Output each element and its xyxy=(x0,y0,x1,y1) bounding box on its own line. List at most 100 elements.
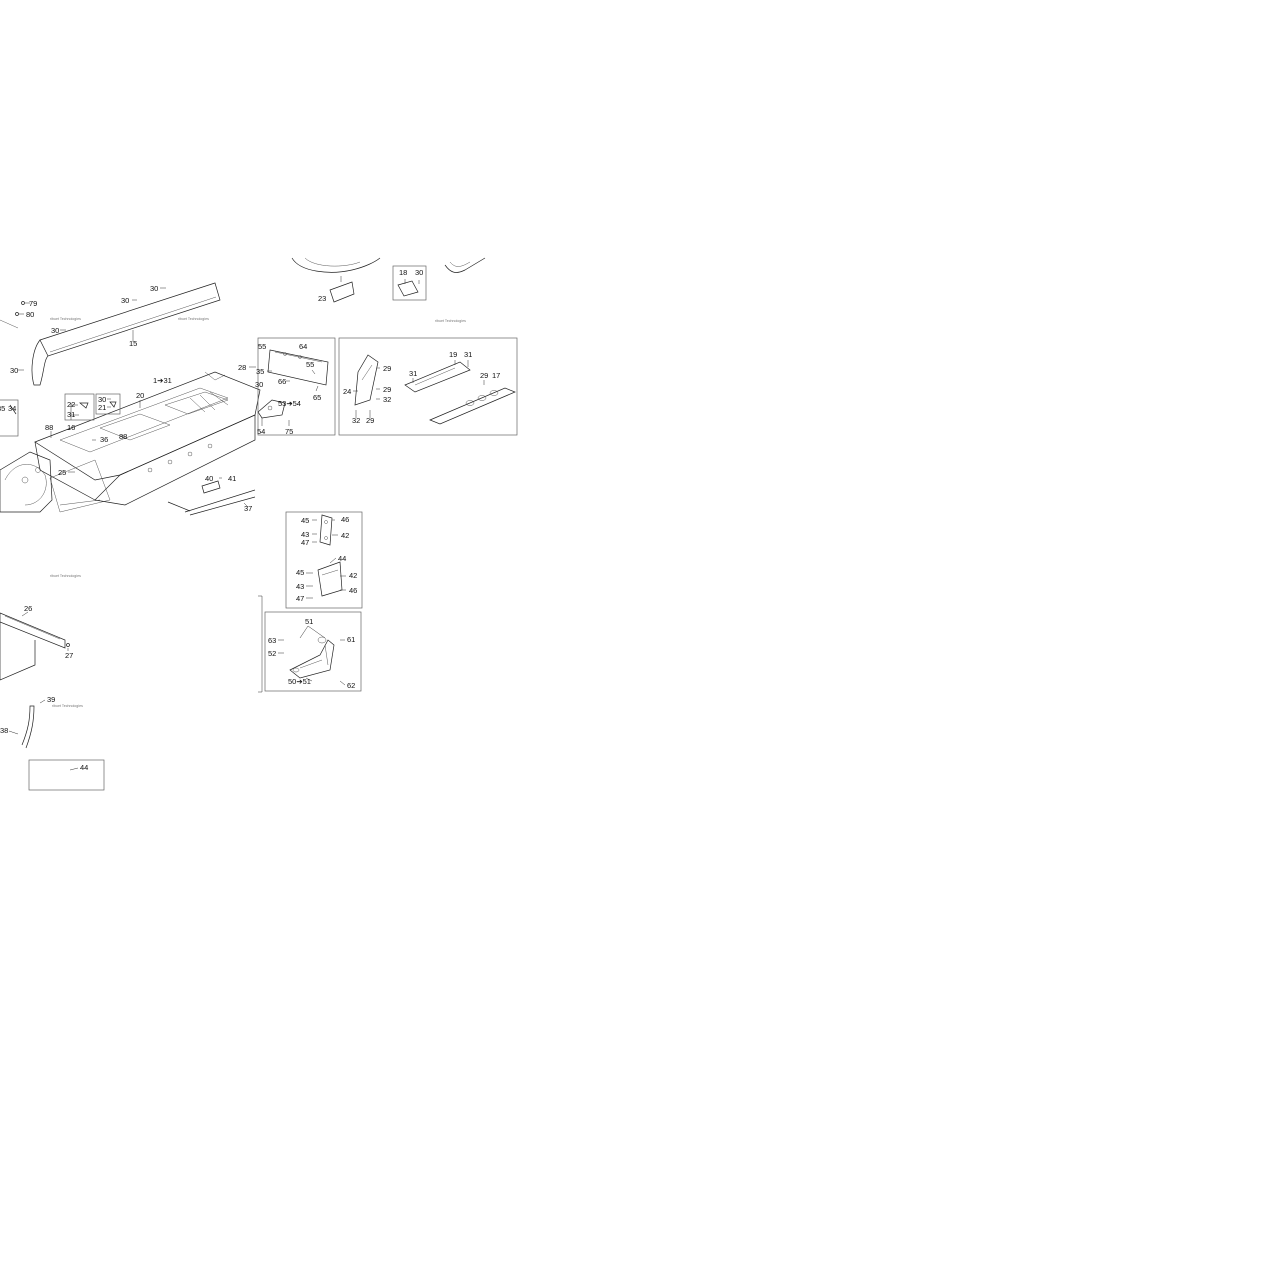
callout-30: 30 xyxy=(150,284,158,293)
callout-26: 26 xyxy=(24,604,32,613)
rail-26 xyxy=(0,612,66,681)
callout-39: 39 xyxy=(47,695,55,704)
rail-37 xyxy=(184,489,256,516)
callout-16: 16 xyxy=(67,423,75,432)
callout-30: 30 xyxy=(98,395,106,404)
detail-box-19 xyxy=(338,337,518,436)
tunnel-cover-part xyxy=(31,282,221,386)
callout-24: 24 xyxy=(343,387,351,396)
callout-30: 30 xyxy=(255,380,263,389)
callout-52: 52 xyxy=(268,649,276,658)
clip-22 xyxy=(79,402,89,409)
callout-30: 30 xyxy=(415,268,423,277)
callout-75: 75 xyxy=(285,427,293,436)
callout-51: 51 xyxy=(305,617,313,626)
callout-32: 32 xyxy=(352,416,360,425)
handle-38 xyxy=(21,705,35,749)
callout-65: 65 xyxy=(313,393,321,402)
callout-35: 35 xyxy=(256,367,264,376)
group-bracket xyxy=(258,595,263,693)
callout-32: 32 xyxy=(383,395,391,404)
callout-47: 47 xyxy=(301,538,309,547)
fastener-80 xyxy=(15,312,24,316)
main-frame-part xyxy=(0,371,261,513)
strip-part xyxy=(167,501,191,512)
callout-50-51: 50➔51 xyxy=(288,677,311,686)
callout-46: 46 xyxy=(349,586,357,595)
callout-18: 18 xyxy=(399,268,407,277)
clip-21 xyxy=(109,401,117,408)
callout-31: 31 xyxy=(409,369,417,378)
detail-box-51 xyxy=(264,611,362,692)
watermark-text: ribuet Technologies xyxy=(435,319,466,323)
callout-55: 55 xyxy=(258,342,266,351)
callout-61: 61 xyxy=(347,635,355,644)
strut-24 xyxy=(354,354,379,406)
detail-box-18 xyxy=(392,265,427,301)
reinforcement-19 xyxy=(404,361,471,393)
watermark-text: ribuet Technologies xyxy=(52,704,83,708)
callout-38: 38 xyxy=(0,726,8,735)
leader-lines xyxy=(8,276,485,771)
callout-43: 43 xyxy=(296,582,304,591)
callout-19: 19 xyxy=(449,350,457,359)
callout-44: 44 xyxy=(80,763,88,772)
callout-30: 30 xyxy=(10,366,18,375)
callout-88: 88 xyxy=(119,432,127,441)
detail-box-42 xyxy=(285,511,363,609)
callout-47: 47 xyxy=(296,594,304,603)
rear-bumper-top xyxy=(291,257,381,303)
callout-53-54: 53➔54 xyxy=(278,399,301,408)
callout-31: 31 xyxy=(464,350,472,359)
bracket-42 xyxy=(317,561,343,597)
callout-28: 28 xyxy=(238,363,246,372)
callout-79: 79 xyxy=(29,299,37,308)
detail-box-64 xyxy=(257,337,336,436)
watermarks: ribuet Technologies ribuet Technologies … xyxy=(50,317,466,708)
callout-36: 36 xyxy=(100,435,108,444)
callout-20: 20 xyxy=(136,391,144,400)
rear-panel-64 xyxy=(267,349,329,386)
callout-22: 22 xyxy=(67,400,75,409)
callout-25: 25 xyxy=(58,468,66,477)
callout-88: 88 xyxy=(45,423,53,432)
bolt-edge xyxy=(0,319,19,329)
pad-40 xyxy=(201,480,221,494)
callout-35: 35 xyxy=(0,404,5,413)
detail-box-22 xyxy=(64,393,95,421)
callout-46: 46 xyxy=(341,515,349,524)
clip-34 xyxy=(9,404,17,415)
watermark-text: ribuet Technologies xyxy=(50,574,81,578)
callout-17: 17 xyxy=(492,371,500,380)
fastener-79 xyxy=(21,301,30,305)
callout-45: 45 xyxy=(296,568,304,577)
callout-23: 23 xyxy=(318,294,326,303)
watermark-text: ribuet Technologies xyxy=(50,317,81,321)
callout-42: 42 xyxy=(349,571,357,580)
bracket-18 xyxy=(397,280,419,297)
grab-handle xyxy=(444,257,486,273)
callout-29: 29 xyxy=(383,385,391,394)
callout-62: 62 xyxy=(347,681,355,690)
callout-29: 29 xyxy=(366,416,374,425)
callout-43: 43 xyxy=(301,530,309,539)
skid-plate-17 xyxy=(429,387,516,425)
bracket-53 xyxy=(257,399,286,419)
callout-42: 42 xyxy=(341,531,349,540)
callout-15: 15 xyxy=(129,339,137,348)
callout-29: 29 xyxy=(383,364,391,373)
detail-box-35 xyxy=(0,399,19,437)
callout-63: 63 xyxy=(268,636,276,645)
callout-27: 27 xyxy=(65,651,73,660)
callout-44: 44 xyxy=(338,554,346,563)
bracket-46 xyxy=(319,514,333,546)
callout-labels: 79 80 30 30 30 30 15 18 30 23 55 64 55 2… xyxy=(0,268,500,772)
callout-66: 66 xyxy=(278,377,286,386)
watermark-text: ribuet Technologies xyxy=(178,317,209,321)
bolt-27 xyxy=(66,643,70,647)
callout-55: 55 xyxy=(306,360,314,369)
callout-41: 41 xyxy=(228,474,236,483)
callout-1-31: 1➔31 xyxy=(153,376,172,385)
detail-box-44b xyxy=(28,759,105,791)
